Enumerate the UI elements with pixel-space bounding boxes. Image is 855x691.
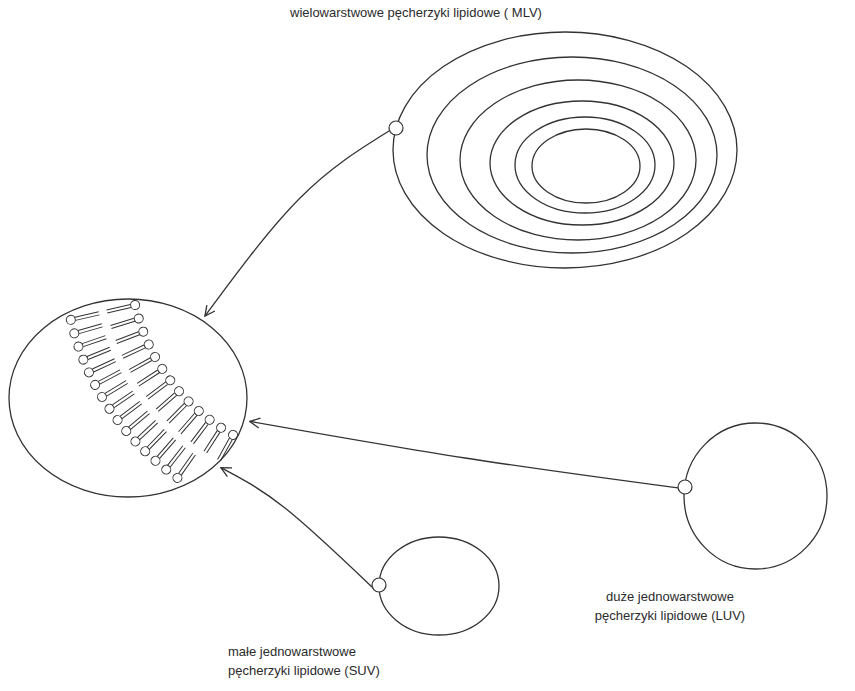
zoom-marker	[372, 578, 386, 592]
zoom-arrow	[221, 468, 372, 587]
vesicle-label: duże jednowarstwowe pęcherzyki lipidowe …	[584, 588, 756, 626]
membrane-ring	[532, 129, 640, 203]
membrane-ring	[460, 80, 696, 240]
vesicle-label: małe jednowarstwowe pęcherzyki lipidowe …	[228, 643, 400, 681]
membrane-ring	[427, 57, 717, 253]
vesicle-node	[8, 298, 248, 498]
zoom-marker	[678, 480, 692, 494]
vesicle-outline	[378, 536, 500, 636]
membrane-ring	[9, 299, 247, 497]
zoom-arrow	[205, 131, 389, 316]
vesicle-node: wielowarstwowe pęcherzyki lipidowe ( MLV…	[385, 4, 745, 272]
lipid-bilayer	[65, 300, 239, 485]
membrane-ring	[379, 537, 499, 635]
vesicle-outline	[385, 4, 745, 272]
zoom-marker	[389, 121, 403, 135]
membrane-ring	[684, 423, 827, 569]
vesicle-outline	[8, 298, 248, 498]
vesicle-label: wielowarstwowe pęcherzyki lipidowe ( MLV…	[290, 4, 542, 23]
vesicle-node: duże jednowarstwowe pęcherzyki lipidowe …	[683, 422, 828, 570]
vesicle-node: małe jednowarstwowe pęcherzyki lipidowe …	[378, 536, 500, 636]
zoom-arrow	[250, 421, 678, 488]
membrane-ring	[515, 117, 655, 213]
vesicle-outline	[683, 422, 828, 570]
membrane-ring	[393, 32, 737, 268]
membrane-ring	[490, 101, 674, 225]
